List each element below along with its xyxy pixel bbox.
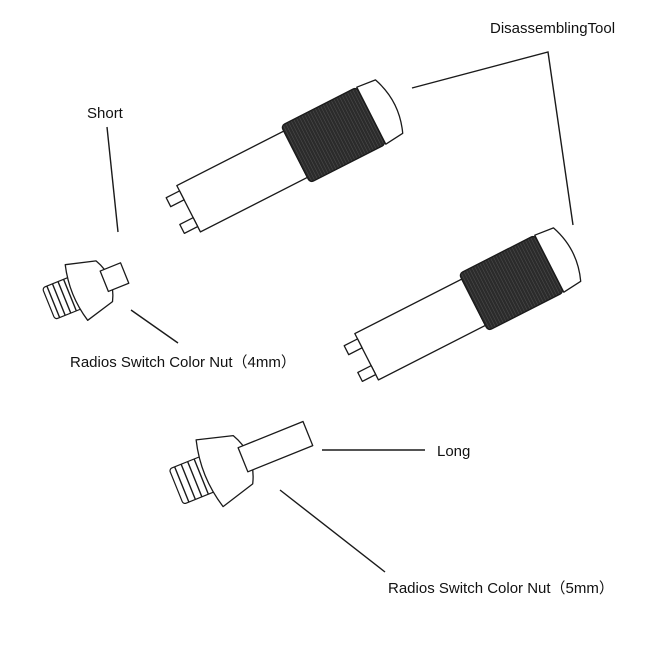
tool-upper-shaft: [176, 130, 308, 233]
label-disassembling-tool: DisassemblingTool: [490, 20, 615, 37]
leader-tool: [411, 51, 574, 226]
nut-4mm-stem: [99, 262, 130, 293]
color-nut-5mm: [169, 420, 314, 508]
color-nut-4mm: [42, 260, 130, 321]
label-nut-4mm: Radios Switch Color Nut（4mm）: [70, 354, 296, 371]
tool-upper-prong-top: [165, 190, 185, 208]
disassembling-tool-lower: [343, 227, 582, 383]
tool-lower-cap: [534, 227, 582, 293]
label-long: Long: [437, 443, 470, 460]
tool-upper-cap: [356, 79, 404, 145]
leader-nut-4mm: [130, 309, 179, 344]
disassembling-tool-upper: [165, 79, 404, 235]
tool-lower-prong-top: [343, 338, 363, 356]
tool-upper-prong-bottom: [179, 217, 199, 235]
nut-4mm-head: [64, 260, 114, 321]
tool-lower-shaft: [354, 278, 486, 381]
label-short: Short: [87, 105, 124, 122]
leader-nut-5mm: [279, 489, 386, 573]
leader-short: [106, 126, 119, 233]
label-nut-5mm: Radios Switch Color Nut（5mm）: [388, 580, 614, 597]
nut-5mm-head: [195, 434, 254, 508]
leader-lines: [106, 51, 574, 573]
tool-lower-prong-bottom: [357, 365, 377, 383]
nut-5mm-stem: [237, 420, 314, 473]
